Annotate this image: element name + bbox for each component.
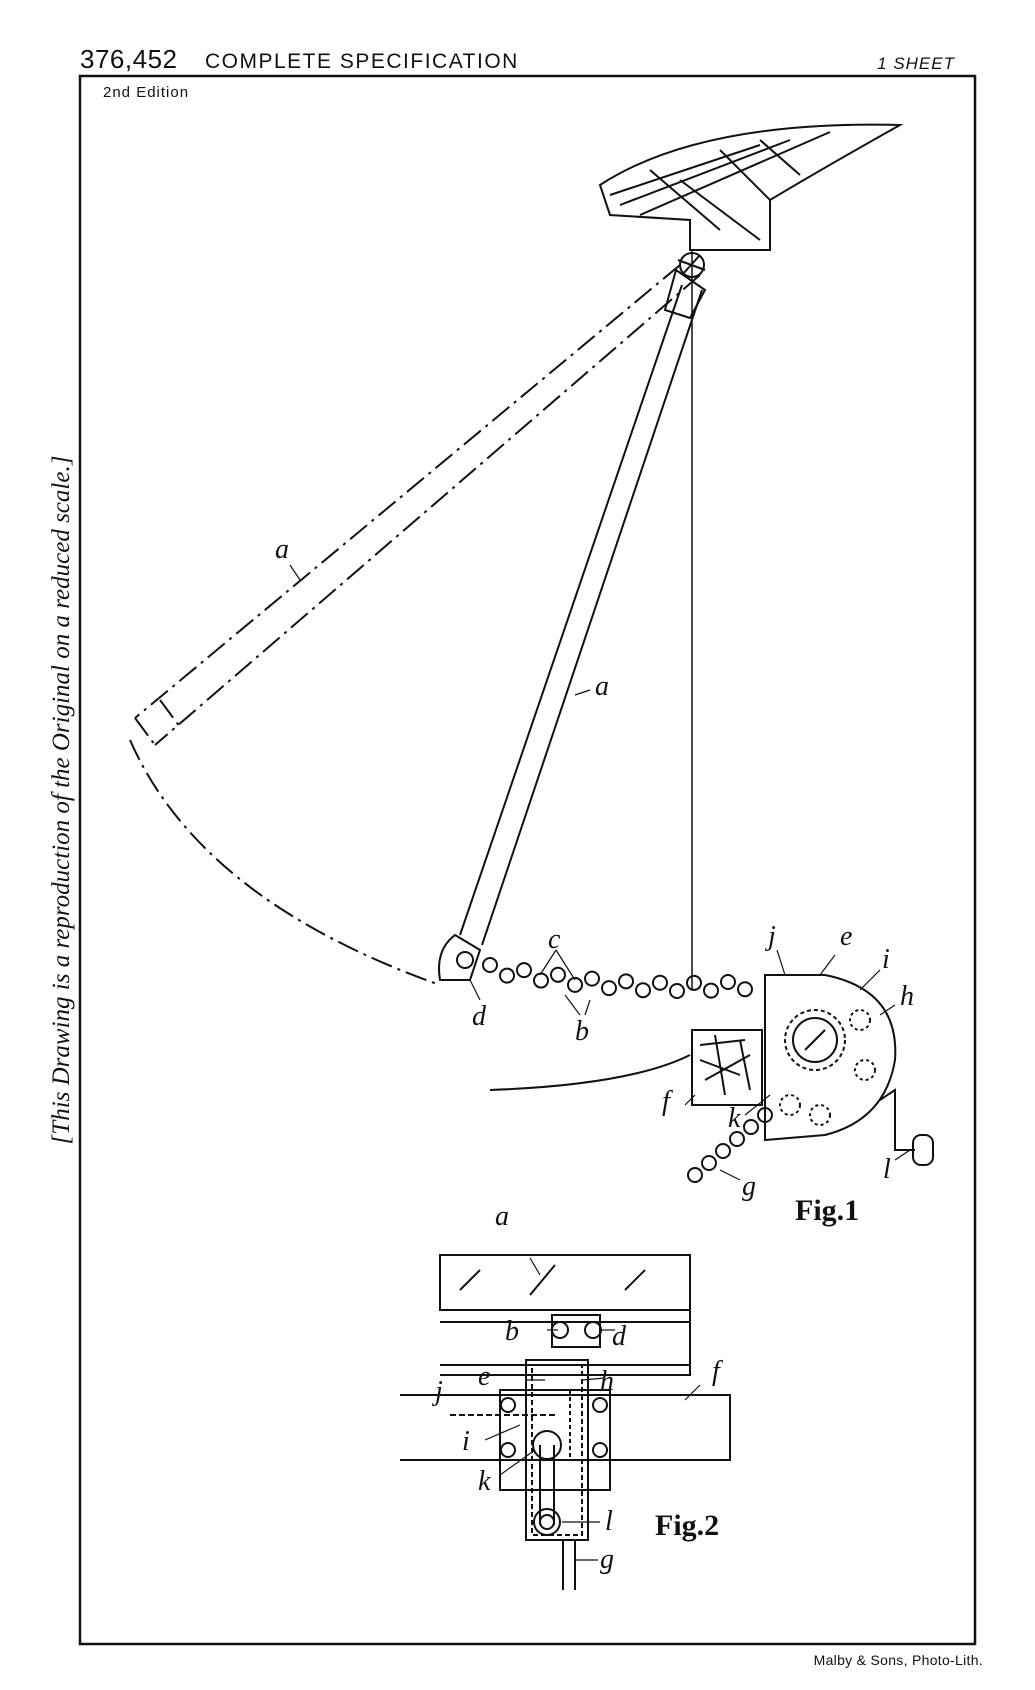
chain-link (516, 962, 532, 979)
fig2-glass-a (439, 1254, 691, 1311)
chain-link (482, 957, 498, 973)
housing-e (764, 974, 897, 1142)
chain-g (687, 1107, 773, 1183)
roof-section (598, 123, 904, 251)
chain-link (635, 982, 651, 999)
chain-link (550, 966, 566, 983)
leader-lines-fig1 (289, 564, 911, 1181)
arm-a-working (459, 268, 707, 946)
fig2-label-a: a (495, 1201, 509, 1232)
chain-link (737, 981, 753, 998)
fig1-label-b: b (575, 1016, 589, 1047)
crank-l (879, 1088, 934, 1166)
fig1-label-j: j (765, 921, 776, 952)
fig1-label-i: i (882, 944, 890, 975)
fig1-label-l: l (883, 1154, 891, 1185)
chain-link (757, 1107, 773, 1123)
chain-link (701, 1155, 717, 1171)
fig2-label-f: f (712, 1356, 723, 1387)
chain-link (652, 974, 668, 991)
chain-link (686, 974, 702, 991)
fig1-caption: Fig.1 (795, 1194, 859, 1227)
chain-b (482, 957, 753, 999)
fig2-rail-f (400, 1394, 731, 1461)
chain-link (499, 967, 515, 984)
fig2-housing-e (450, 1359, 589, 1541)
fig2-label-g: g (600, 1544, 614, 1575)
sheet-count: 1 SHEET (877, 54, 955, 73)
fig1-label-k: k (728, 1103, 741, 1134)
arm-a-raised (129, 264, 701, 986)
chain-link (567, 976, 583, 993)
chain-link (601, 980, 617, 997)
chain-link (729, 1131, 745, 1147)
base-curve (489, 1054, 691, 1091)
chain-link (669, 982, 685, 999)
fig1-label-d: d (472, 1001, 487, 1032)
fig1-label-h: h (900, 981, 914, 1012)
fig1-label-f: f (662, 1086, 673, 1117)
fig2-label-d: d (612, 1321, 627, 1352)
box-f (691, 1029, 763, 1106)
chain-link (720, 974, 736, 991)
fig1-label-a-upper: a (275, 534, 289, 565)
fig2-chain-g (562, 1540, 576, 1590)
fig2-label-h: h (600, 1366, 614, 1397)
leader-lines-fig2 (484, 1257, 701, 1561)
fig2-label-l: l (605, 1506, 613, 1537)
document-title: COMPLETE SPECIFICATION (205, 50, 519, 73)
chain-link (715, 1143, 731, 1159)
fig2-label-k: k (478, 1466, 491, 1497)
fig2-label-i: i (462, 1426, 470, 1457)
fig1-label-e: e (840, 921, 852, 952)
chain-link (687, 1167, 703, 1183)
chain-link (533, 972, 549, 989)
printer-credit: Malby & Sons, Photo-Lith. (813, 1652, 983, 1668)
fig2-label-b: b (505, 1316, 519, 1347)
edition-note: 2nd Edition (103, 84, 190, 101)
chain-link (703, 982, 719, 999)
fig2-label-j: j (432, 1376, 443, 1407)
clip-d (438, 933, 482, 981)
fig1-label-g: g (742, 1171, 756, 1202)
fig2-label-e: e (478, 1361, 490, 1392)
chain-link (618, 973, 634, 990)
fig1-label-c: c (548, 924, 561, 955)
chain-link (743, 1119, 759, 1135)
fig2-caption: Fig.2 (655, 1509, 719, 1542)
patent-number: 376,452 (80, 44, 178, 74)
fig1-label-a-lower: a (595, 671, 609, 702)
page-frame (78, 74, 977, 1646)
chain-link (584, 970, 600, 987)
